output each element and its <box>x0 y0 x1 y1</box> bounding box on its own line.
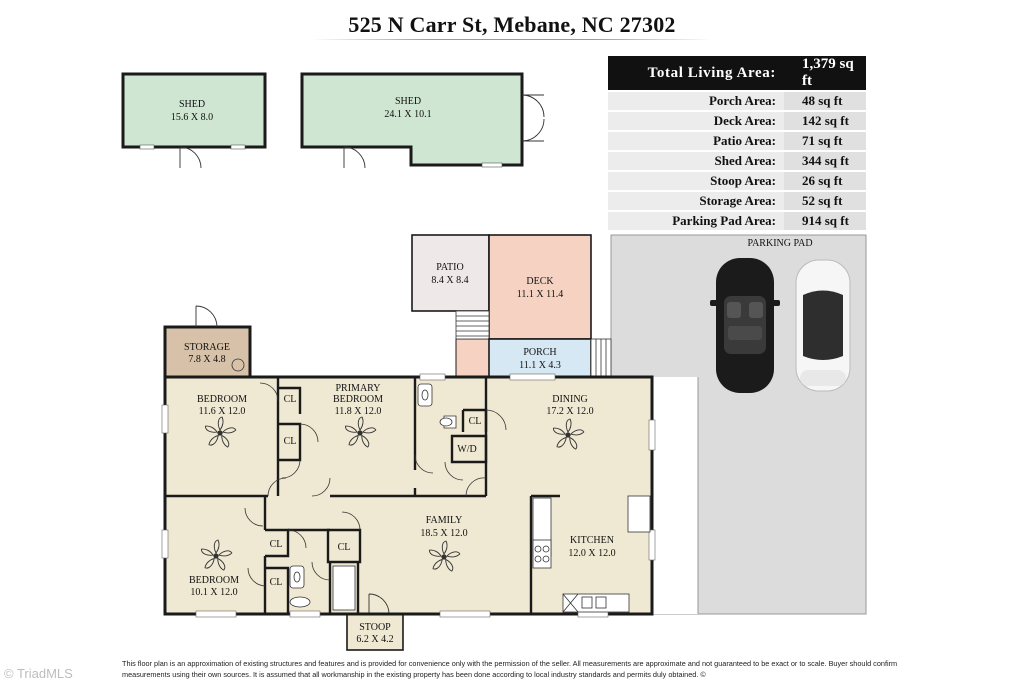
porch: PORCH 11.1 X 4.3 <box>488 338 612 378</box>
closet-label: CL <box>284 394 297 405</box>
area-summary-table: Total Living Area: 1,379 sq ft Porch Are… <box>608 56 866 232</box>
porch-label: PORCH <box>523 347 556 358</box>
deck: DECK 11.1 X 11.4 <box>455 234 592 378</box>
patio: PATIO 8.4 X 8.4 <box>411 234 490 312</box>
total-living-area-row: Total Living Area: 1,379 sq ft <box>608 56 866 91</box>
area-row-patio: Patio Area: 71 sq ft <box>608 131 866 151</box>
area-label: Stoop Area: <box>608 171 784 191</box>
area-row-stoop: Stoop Area: 26 sq ft <box>608 171 866 191</box>
total-living-area-value: 1,379 sq ft <box>784 56 866 91</box>
parking-pad-label: PARKING PAD <box>747 238 812 249</box>
storage: STORAGE 7.8 X 4.8 <box>163 305 252 379</box>
primary-bedroom-label-line2: BEDROOM <box>333 394 383 405</box>
primary-bedroom-dimensions: 11.8 X 12.0 <box>335 406 382 417</box>
dining-dimensions: 17.2 X 12.0 <box>546 406 593 417</box>
area-value: 914 sq ft <box>784 211 866 231</box>
shed-1-label: SHED <box>179 99 205 110</box>
area-label: Shed Area: <box>608 151 784 171</box>
stoop-label: STOOP <box>359 622 391 633</box>
shed-1-dimensions: 15.6 X 8.0 <box>171 112 213 123</box>
primary-bedroom-label-line1: PRIMARY <box>335 383 380 394</box>
family-label: FAMILY <box>426 515 463 526</box>
area-row-porch: Porch Area: 48 sq ft <box>608 91 866 111</box>
closet-label: CL <box>270 539 283 550</box>
title-divider <box>312 39 712 40</box>
page-title: 525 N Carr St, Mebane, NC 27302 <box>348 12 676 37</box>
kitchen-label: KITCHEN <box>570 535 614 546</box>
area-value: 344 sq ft <box>784 151 866 171</box>
area-value: 142 sq ft <box>784 111 866 131</box>
area-value: 26 sq ft <box>784 171 866 191</box>
car-black-icon <box>710 258 780 393</box>
car-white-icon <box>795 259 851 392</box>
total-living-area-label: Total Living Area: <box>608 56 784 91</box>
bedroom-1-dimensions: 11.6 X 12.0 <box>199 406 246 417</box>
area-row-shed: Shed Area: 344 sq ft <box>608 151 866 171</box>
disclaimer-text: This floor plan is an approximation of e… <box>122 659 898 679</box>
area-label: Parking Pad Area: <box>608 211 784 231</box>
stoop-dimensions: 6.2 X 4.2 <box>356 634 393 645</box>
area-value: 48 sq ft <box>784 91 866 111</box>
area-label: Porch Area: <box>608 91 784 111</box>
family-dimensions: 18.5 X 12.0 <box>420 528 467 539</box>
storage-dimensions: 7.8 X 4.8 <box>188 354 225 365</box>
area-label: Deck Area: <box>608 111 784 131</box>
deck-dimensions: 11.1 X 11.4 <box>517 289 563 300</box>
washer-dryer-label: W/D <box>457 444 476 455</box>
area-value: 52 sq ft <box>784 191 866 211</box>
main-house <box>161 373 656 651</box>
patio-dimensions: 8.4 X 8.4 <box>431 275 468 286</box>
closet-label: CL <box>469 416 482 427</box>
area-row-storage: Storage Area: 52 sq ft <box>608 191 866 211</box>
patio-label: PATIO <box>436 262 463 273</box>
deck-label: DECK <box>526 276 554 287</box>
storage-label: STORAGE <box>184 342 230 353</box>
shed-2-label: SHED <box>395 96 421 107</box>
area-value: 71 sq ft <box>784 131 866 151</box>
closet-label: CL <box>338 542 351 553</box>
bedroom-2-label: BEDROOM <box>189 575 239 586</box>
bedroom-1-label: BEDROOM <box>197 394 247 405</box>
bedroom-2-dimensions: 10.1 X 12.0 <box>190 587 237 598</box>
kitchen-dimensions: 12.0 X 12.0 <box>568 548 615 559</box>
closet-label: CL <box>270 577 283 588</box>
area-label: Storage Area: <box>608 191 784 211</box>
porch-dimensions: 11.1 X 4.3 <box>519 360 561 371</box>
area-row-deck: Deck Area: 142 sq ft <box>608 111 866 131</box>
area-label: Patio Area: <box>608 131 784 151</box>
shed-2: SHED 24.1 X 10.1 <box>300 72 545 169</box>
dining-label: DINING <box>552 394 588 405</box>
closet-label: CL <box>284 436 297 447</box>
shed-2-dimensions: 24.1 X 10.1 <box>384 109 431 120</box>
area-row-parking-pad: Parking Pad Area: 914 sq ft <box>608 211 866 231</box>
triadmls-watermark: © TriadMLS <box>4 666 73 681</box>
shed-1: SHED 15.6 X 8.0 <box>121 72 267 169</box>
